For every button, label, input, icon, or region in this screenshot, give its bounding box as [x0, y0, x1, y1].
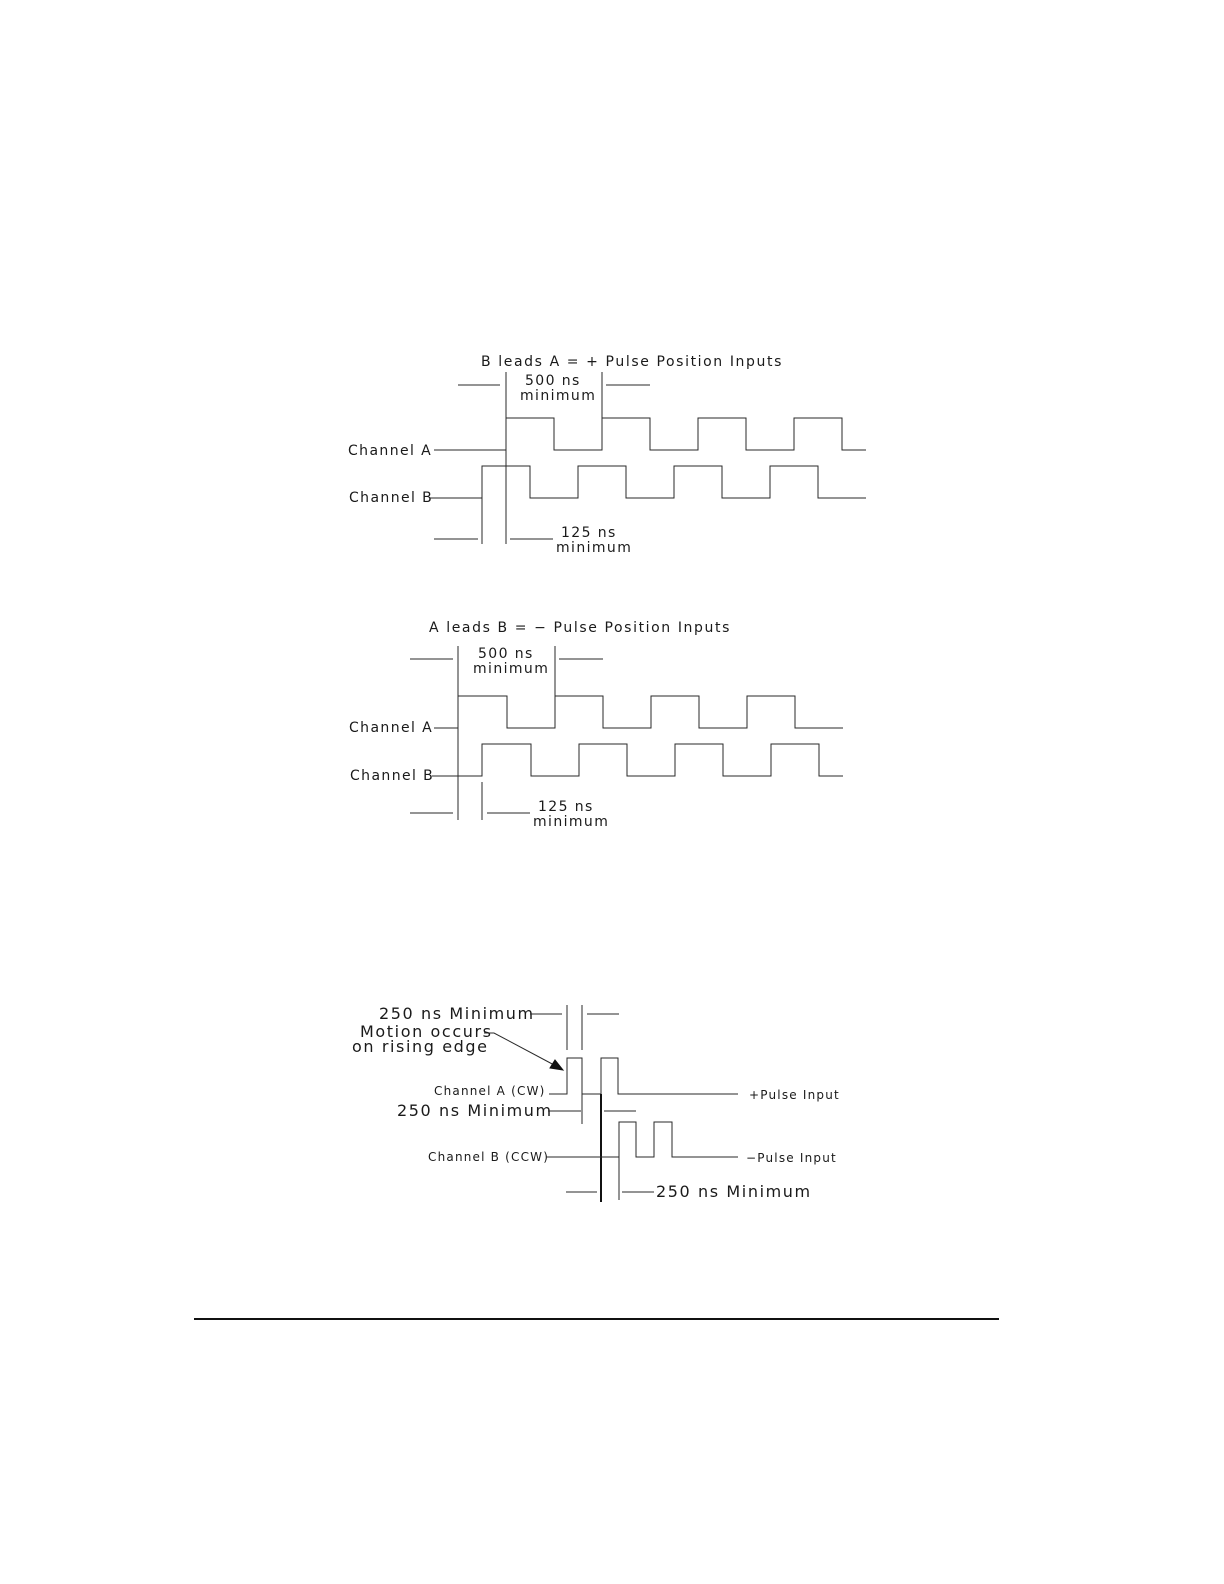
channel-a-waveform	[434, 695, 843, 729]
plus-pulse-input-label: +Pulse Input	[749, 1088, 840, 1102]
channel-b-label: Channel B	[349, 490, 433, 506]
channel-b-ccw-label: Channel B (CCW)	[428, 1150, 549, 1164]
motion-note-line-2: on rising edge	[352, 1037, 489, 1056]
period-value-label: 500 ns	[478, 646, 534, 662]
quadrature-positive-diagram: B leads A = + Pulse Position Inputs 500 …	[348, 354, 866, 556]
period-minimum-label: minimum	[473, 661, 549, 677]
diagram-title: A leads B = − Pulse Position Inputs	[429, 620, 731, 636]
step-direction-diagram: 250 ns Minimum Motion occurs on rising e…	[352, 1004, 840, 1202]
channel-a-cw-waveform	[549, 1057, 738, 1095]
channel-a-label: Channel A	[348, 443, 432, 459]
channel-b-ccw-waveform	[546, 1121, 738, 1158]
channel-b-waveform	[432, 743, 843, 777]
motion-arrowhead	[549, 1059, 565, 1071]
period-minimum-label: minimum	[520, 388, 596, 404]
motion-note-line-1: Motion occurs	[360, 1022, 493, 1041]
channel-b-label: Channel B	[350, 768, 434, 784]
width-minimum-label: 250 ns Minimum	[379, 1004, 535, 1023]
period-value-label: 500 ns	[525, 373, 581, 389]
diagram-title: B leads A = + Pulse Position Inputs	[481, 354, 783, 370]
gap-minimum-label: 250 ns Minimum	[397, 1101, 553, 1120]
offset-minimum-label: minimum	[556, 540, 632, 556]
offset-value-label: 125 ns	[538, 799, 594, 815]
channel-a-waveform	[434, 417, 866, 451]
channel-b-waveform	[430, 465, 866, 499]
offset-value-label: 125 ns	[561, 525, 617, 541]
bottom-minimum-label: 250 ns Minimum	[656, 1182, 812, 1201]
offset-minimum-label: minimum	[533, 814, 609, 830]
quadrature-negative-diagram: A leads B = − Pulse Position Inputs 500 …	[349, 620, 843, 830]
channel-a-label: Channel A	[349, 720, 433, 736]
minus-pulse-input-label: −Pulse Input	[746, 1151, 837, 1165]
channel-a-cw-label: Channel A (CW)	[434, 1084, 546, 1098]
motion-note-leader	[484, 1032, 557, 1067]
